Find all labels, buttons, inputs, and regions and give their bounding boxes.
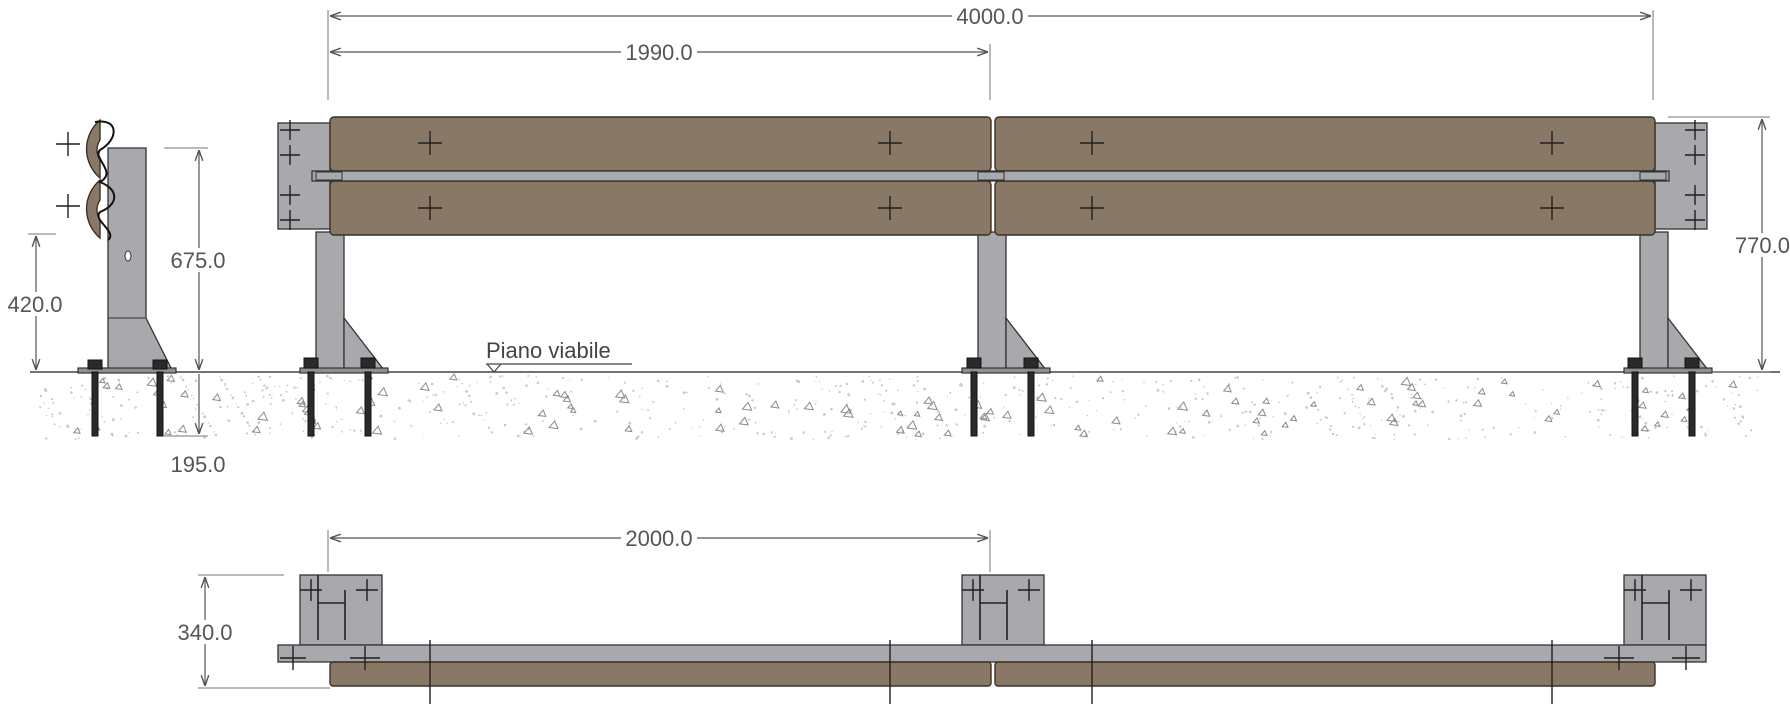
side-nut-left — [87, 359, 103, 370]
steel-strip — [311, 170, 1670, 182]
dimensions: 4000.0 1990.0 770.0 675.0 420.0 195.0 20 — [4, 4, 1790, 689]
elevation-post-right — [1623, 231, 1713, 437]
dim-rail-length: 1990.0 — [625, 40, 692, 65]
rail-upper-left — [329, 116, 992, 172]
plan-view — [277, 574, 1707, 704]
dim-post-spacing: 2000.0 — [625, 526, 692, 551]
road-level-marker — [486, 363, 502, 373]
side-anchor-left — [91, 371, 99, 437]
rail-bolt-marks — [280, 120, 1705, 230]
side-post-slot — [124, 250, 132, 262]
side-post — [107, 147, 174, 371]
plan-bolt-marks — [280, 640, 1700, 704]
elevation-post-left — [299, 231, 389, 437]
soil-speckles — [39, 374, 1759, 441]
side-rail-upper — [85, 118, 101, 180]
rail-upper-right — [994, 116, 1656, 172]
plan-rail-left — [329, 661, 992, 687]
dim-plan-depth: 340.0 — [177, 620, 232, 645]
side-base-plate — [77, 367, 177, 374]
side-nut-right — [152, 359, 168, 370]
dim-total-length: 4000.0 — [956, 4, 1023, 29]
plan-plate-middle — [961, 574, 1045, 646]
soil-aggregates — [72, 373, 1738, 438]
dim-post-height: 675.0 — [170, 248, 225, 273]
side-bolt-marks — [56, 132, 80, 218]
side-anchor-right — [156, 371, 164, 437]
ground-section — [30, 371, 1780, 441]
plan-plate-left — [299, 574, 383, 646]
plan-steel-strip — [277, 644, 1707, 663]
road-level-label: Piano viabile — [486, 338, 611, 363]
plan-rail-right — [994, 661, 1656, 687]
elevation-post-middle — [961, 231, 1051, 437]
dim-rail-height: 420.0 — [7, 292, 62, 317]
side-clip-profile — [94, 120, 116, 241]
side-rail-lower — [85, 178, 101, 240]
plan-plate-right — [1623, 574, 1707, 646]
dim-anchor-depth: 195.0 — [170, 452, 225, 477]
elevation-view: Piano viabile — [277, 116, 1713, 437]
side-section-view — [56, 118, 177, 437]
dim-height-total: 770.0 — [1735, 233, 1790, 258]
